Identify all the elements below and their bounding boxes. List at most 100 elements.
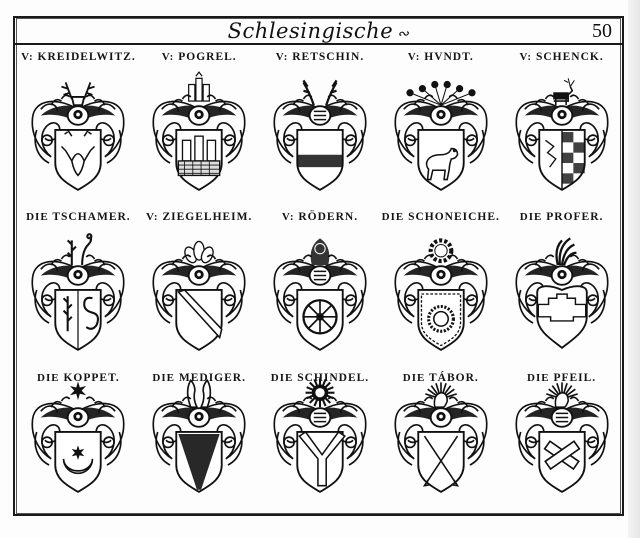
towers-crest-icon [188,71,211,102]
crossed-arrows-icon [422,435,459,487]
coat-of-arms: DIE SCHINDEL. [260,366,381,506]
arms-label-prefix: DIE [402,372,426,384]
arms-label-prefix: DIE [152,372,175,384]
arms-drawing [385,370,497,500]
plume-tuft-crest-icon [545,382,578,408]
sunburst-crest-icon [305,378,335,408]
coat-of-arms: DIE TÁBOR. [380,366,501,506]
stag-crest-icon [61,82,96,107]
arms-drawing [143,370,255,500]
row3-labels: DIE KOPPET.DIE MEDIGER.DIE SCHINDEL.DIE … [18,369,622,385]
coat-of-arms: DIE PROFER. [501,208,622,366]
helm-icon [429,265,453,286]
arms-label-prefix: DIE [527,372,550,384]
crossed-logs-icon [543,440,581,471]
arms-drawing [264,370,376,500]
arms-label: V: HVNDT. [408,50,474,64]
stag-crest-icon [552,78,575,106]
page-number: 50 [592,20,612,42]
helm-icon [187,105,211,126]
helm-icon [429,407,453,428]
arms-label-prefix: DIE [270,372,294,384]
bend-icon [177,289,223,340]
arms-label-name: PFEIL. [553,372,597,384]
arms-label-name: KREIDELWITZ. [37,51,136,63]
stag-head-icon [61,129,96,177]
arms-drawing [385,68,497,198]
arms-label-name: RÖDERN. [298,211,359,223]
arms-label-name: SCHENCK. [535,51,604,63]
arms-grid: V: KREIDELWITZ. V: [18,48,622,514]
arms-drawing [506,228,618,358]
arms-label: V: RETSCHIN. [276,50,364,64]
arms-label-name: SCHONEICHE. [408,211,500,223]
helm-icon [67,105,90,126]
branch-and-s-icon [63,289,100,350]
arms-label: V: KREIDELWITZ. [21,50,136,64]
arms-drawing [22,68,134,198]
arms-label-name: ZIEGELHEIM. [162,211,253,223]
coat-of-arms: DIE TSCHAMER. [18,208,139,366]
helm-icon [550,407,573,428]
arms-label: DIE MEDIGER. [139,371,260,385]
coat-of-arms: V: ZIEGELHEIM. [139,208,260,366]
coat-of-arms: V: KREIDELWITZ. [18,48,139,208]
plumes-crest-icon [554,237,577,266]
arms-drawing [264,68,376,198]
arms-label-prefix: V: [407,51,421,63]
coat-of-arms: DIE SCHONEICHE. [380,208,501,366]
arms-label: V: RÖDERN. [282,210,358,224]
arms-label-prefix: V: [275,51,289,63]
pile-icon [178,434,220,490]
pall-icon [298,430,346,487]
arms-drawing [22,228,134,358]
arms-label-prefix: DIE [381,211,405,223]
page-edge [628,0,640,538]
dog-icon [425,147,459,181]
coat-of-arms: V: SCHENCK. [501,48,622,208]
arms-label: DIE PFEIL. [501,371,622,385]
arms-label-name: MEDIGER. [178,372,246,384]
wheel-cap-crest-icon [310,238,330,266]
plume-tuft-crest-icon [424,382,457,408]
arms-label-name: POGREL. [178,51,237,63]
arms-label: V: POGREL. [162,50,237,64]
shield-icon [175,289,223,351]
arms-label-prefix: V: [145,211,159,223]
feathers-crest-icon [184,240,214,264]
coat-of-arms: V: HVNDT. [380,48,501,208]
helm-icon [67,407,90,428]
coat-of-arms: V: RETSCHIN. [260,48,381,208]
swash-ornament-icon: ∾ [397,26,410,42]
wreath-icon [420,293,461,347]
title-bar: Schlesingische∾ 50 [15,18,622,45]
arms-label: V: SCHENCK. [519,50,603,64]
coat-of-arms: V: RÖDERN. [260,208,381,366]
arms-label-name: TSCHAMER. [52,211,131,223]
crescent-star-icon [63,445,94,475]
helm-icon [187,265,211,286]
page-title: Schlesingische∾ [15,19,622,43]
coat-of-arms: DIE KOPPET. [18,366,139,506]
arms-label-name: PROFER. [546,211,604,223]
arms-label: DIE SCHINDEL. [260,371,381,385]
arms-label-name: RETSCHIN. [292,51,365,63]
peacock-plumes-icon [406,80,476,106]
embattled-icon [537,293,587,322]
arms-label-name: HVNDT. [424,51,474,63]
coat-of-arms: DIE PFEIL. [501,366,622,506]
arms-label-prefix: V: [281,211,295,223]
arms-label: V: ZIEGELHEIM. [146,210,252,224]
arms-drawing [385,228,497,358]
coat-of-arms: V: POGREL. [139,48,260,208]
arms-label-prefix: DIE [37,372,60,384]
arms-drawing [22,370,134,500]
arms-drawing [506,68,618,198]
helm-icon [550,105,573,126]
helm-icon [429,105,453,126]
star-crest-icon [70,381,87,400]
arms-drawing [264,228,376,358]
arms-label: DIE SCHONEICHE. [382,210,500,224]
arms-label: DIE PROFER. [520,210,604,224]
